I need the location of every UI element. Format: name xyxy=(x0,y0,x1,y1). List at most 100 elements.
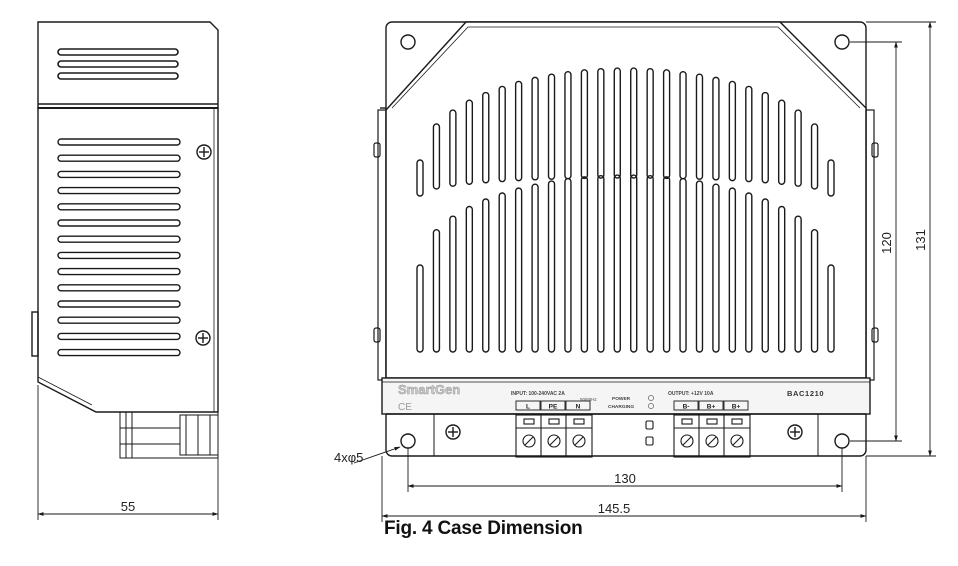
front-vent-slot xyxy=(728,80,737,182)
side-vent-slots xyxy=(57,138,181,357)
inner-width-label: 130 xyxy=(614,471,636,486)
front-screw-right xyxy=(787,424,803,440)
outer-height-label: 131 xyxy=(913,229,928,251)
front-vent-slot xyxy=(613,174,621,353)
front-vent-slot xyxy=(761,91,769,184)
front-vent-slot xyxy=(745,192,753,353)
front-vent-slot xyxy=(531,183,539,353)
front-vent-slot xyxy=(531,76,539,181)
side-screw-top xyxy=(196,144,212,160)
side-width-dimension xyxy=(37,385,219,520)
side-vent-slot xyxy=(57,332,181,341)
front-vent-slot xyxy=(630,67,638,179)
front-vent-slot xyxy=(498,192,506,353)
terminal-label-pe: PE xyxy=(549,404,558,411)
side-vent-slot xyxy=(57,300,181,308)
brand-logo: SmartGen xyxy=(398,382,460,397)
input-spec: INPUT: 100-240VAC 2A xyxy=(511,391,565,397)
side-vent-slot xyxy=(57,154,181,162)
input-freq: 50/60Hz xyxy=(580,397,598,402)
front-vent-slot xyxy=(712,183,720,353)
side-screw-bottom xyxy=(195,330,211,346)
input-terminal-block xyxy=(515,414,593,458)
terminal-label-b-minus: B- xyxy=(683,404,690,411)
front-vent-slot xyxy=(416,264,424,353)
front-vent-slot xyxy=(810,123,819,190)
front-view xyxy=(373,21,879,458)
front-vent-slot xyxy=(449,215,457,353)
front-vent-slot xyxy=(514,187,523,353)
front-vent-slot xyxy=(646,67,654,179)
mount-hole-top-right xyxy=(834,34,850,50)
inner-height-label: 120 xyxy=(879,232,894,254)
side-view xyxy=(31,21,219,459)
side-left-tab xyxy=(31,311,39,357)
front-vent-slot xyxy=(777,99,786,186)
front-vent-slot xyxy=(597,174,605,353)
terminal-label-n: N xyxy=(576,404,581,411)
front-vent-slot xyxy=(432,229,441,353)
outer-width-label: 145.5 xyxy=(598,501,631,516)
front-vent-slot xyxy=(465,205,474,353)
front-vent-slot xyxy=(827,264,835,353)
front-vent-slot xyxy=(432,123,441,190)
front-vent-slot xyxy=(777,205,786,353)
ce-mark: CE xyxy=(398,402,412,413)
front-vent-slot xyxy=(745,85,753,183)
side-vent-slot xyxy=(57,219,181,227)
side-top-vent-slots xyxy=(57,48,179,80)
side-vent-slot xyxy=(57,284,181,292)
front-vent-slot xyxy=(547,73,556,180)
charging-label: CHARGING xyxy=(608,404,634,410)
front-vent-slot xyxy=(580,69,589,180)
side-vent-slot xyxy=(57,267,181,276)
front-vent-slot xyxy=(794,109,802,187)
front-vent-slot xyxy=(695,180,704,353)
output-terminal-labels xyxy=(673,400,749,411)
front-vent-slot xyxy=(482,198,490,353)
front-vent-slot xyxy=(827,159,835,197)
mount-hole-top-left xyxy=(400,34,416,50)
side-vent-slot xyxy=(57,138,181,146)
front-vent-slot xyxy=(646,174,654,353)
front-cover xyxy=(385,21,867,379)
front-dimensions xyxy=(353,21,936,522)
charging-led-symbol xyxy=(648,403,654,409)
led-charging xyxy=(645,436,654,446)
front-vent-slot xyxy=(482,91,490,184)
front-vent-slot xyxy=(679,177,687,353)
front-vent-slot xyxy=(564,177,572,353)
side-width-label: 55 xyxy=(121,499,135,514)
front-vent-slot xyxy=(498,85,506,183)
front-vent-slot xyxy=(597,67,605,179)
front-vent-slot xyxy=(761,198,769,353)
power-label: POWER xyxy=(612,396,631,402)
side-vent-slot xyxy=(57,186,181,195)
side-vent-slot xyxy=(57,348,181,357)
front-vent-slot xyxy=(728,187,737,353)
front-vent-slot xyxy=(449,109,457,187)
front-vent-slot xyxy=(580,176,589,353)
side-vent-slot xyxy=(57,203,181,211)
front-vent-slot xyxy=(547,180,556,353)
front-vent-slot xyxy=(416,159,424,197)
mount-hole-bottom-left xyxy=(400,433,416,449)
input-terminal-labels xyxy=(515,400,591,411)
front-vent-slot xyxy=(514,80,523,182)
front-vent-slot xyxy=(695,73,704,180)
terminal-label-b-plus-2: B+ xyxy=(732,404,741,411)
power-led-symbol xyxy=(648,395,654,401)
front-vent-slots xyxy=(416,67,835,353)
front-vent-slot xyxy=(613,67,621,179)
front-vent-slot xyxy=(794,215,802,353)
side-main-body xyxy=(37,107,219,413)
front-vent-slot xyxy=(810,229,819,353)
terminal-label-b-plus-1: B+ xyxy=(707,404,716,411)
mount-hole-bottom-right xyxy=(834,433,850,449)
front-vent-slot xyxy=(662,69,671,180)
output-terminal-block xyxy=(673,414,751,458)
model-number: BAC1210 xyxy=(787,389,824,398)
side-connector xyxy=(119,411,219,459)
side-vent-slot xyxy=(57,251,181,260)
